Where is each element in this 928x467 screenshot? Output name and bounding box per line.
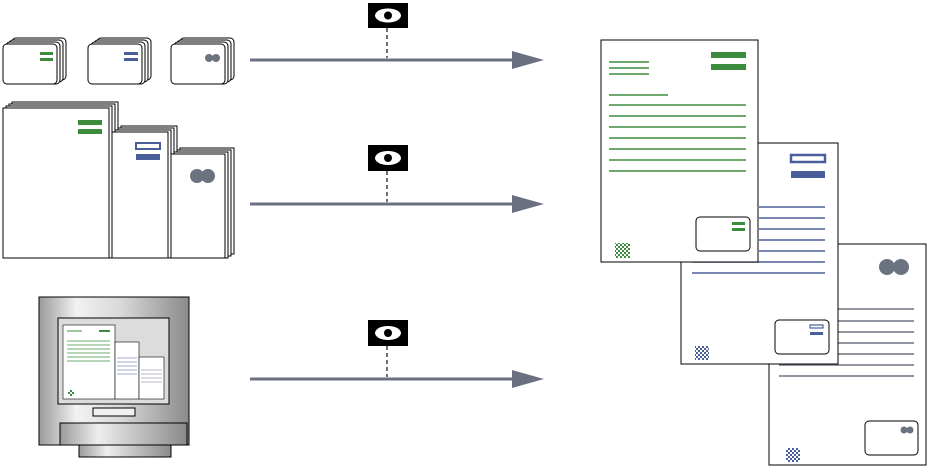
data-matrix-barcode-icon bbox=[695, 346, 709, 360]
flow-arrow-1 bbox=[250, 3, 544, 69]
small-envelope-stack-gray bbox=[170, 37, 235, 85]
small-envelope-stack-blue bbox=[87, 37, 152, 85]
large-envelope-stack-green bbox=[2, 101, 119, 259]
computer-monitor-icon bbox=[38, 296, 190, 458]
flow-arrow-2 bbox=[250, 145, 544, 213]
large-envelope-stack-blue bbox=[111, 125, 178, 259]
screen-document-green bbox=[62, 324, 116, 400]
eye-icon bbox=[368, 3, 408, 28]
eye-icon bbox=[368, 145, 408, 171]
output-document-green bbox=[600, 39, 759, 263]
screen-document-blue bbox=[114, 341, 140, 400]
flow-arrow-3 bbox=[250, 320, 544, 388]
screen-document-gray bbox=[138, 356, 165, 400]
large-envelope-stack-gray bbox=[170, 147, 235, 259]
data-matrix-barcode-icon bbox=[786, 448, 800, 462]
small-envelope-stack-green bbox=[2, 37, 67, 85]
data-matrix-barcode-icon bbox=[615, 243, 630, 258]
eye-icon bbox=[368, 320, 408, 346]
